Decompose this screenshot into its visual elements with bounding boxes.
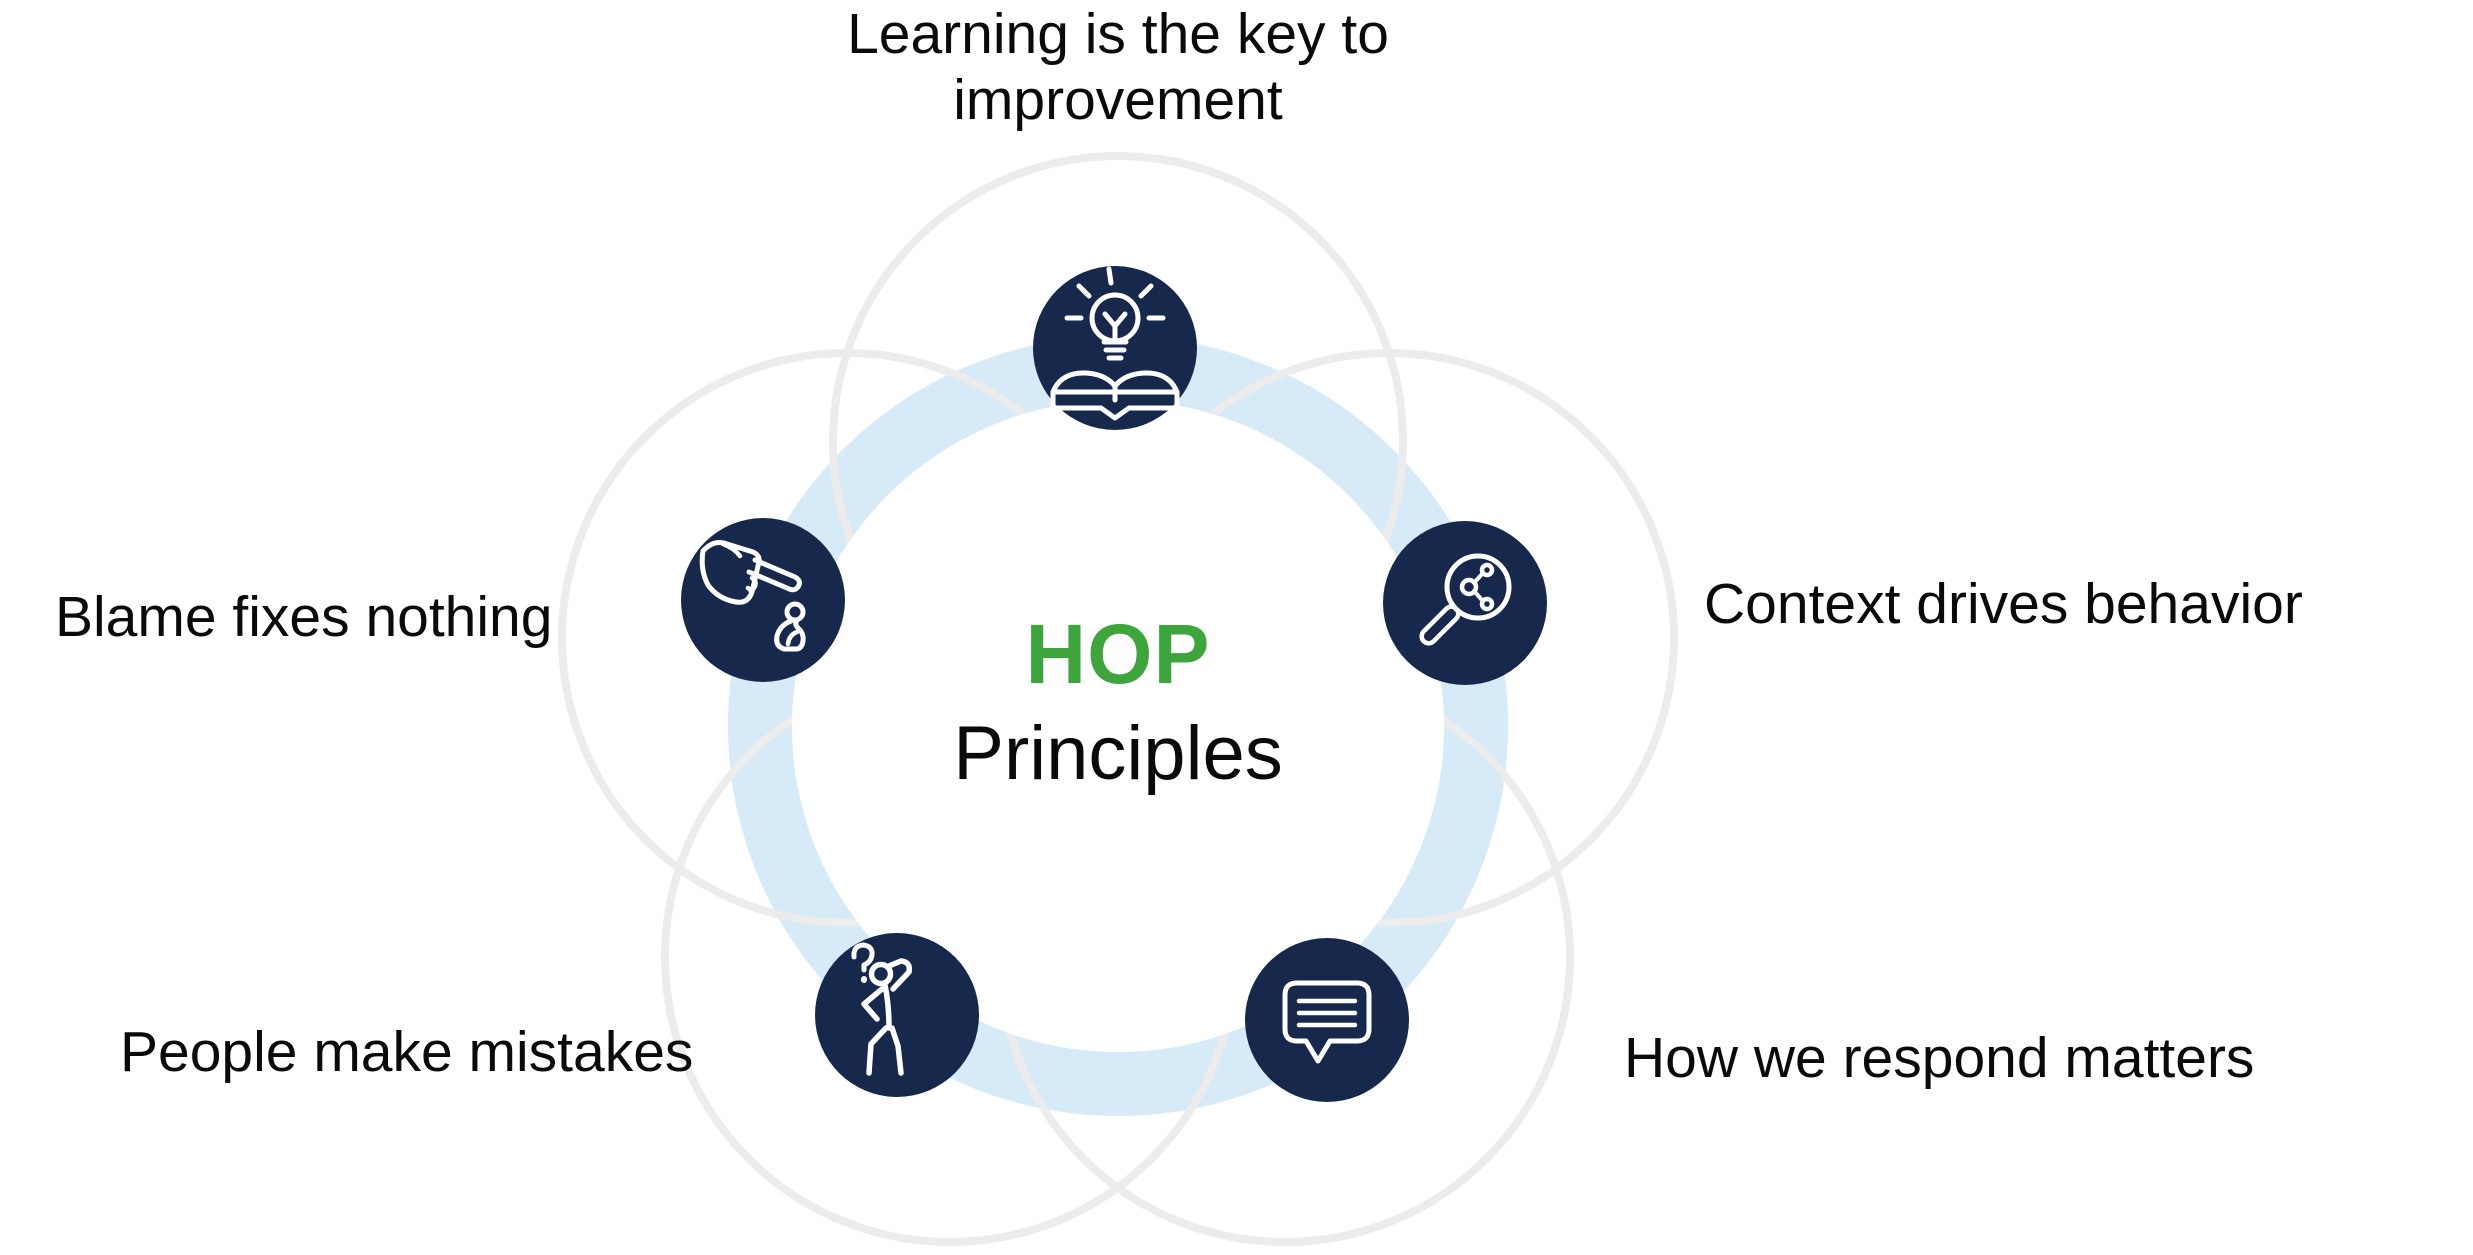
- node-circle: [815, 933, 979, 1097]
- label-learning: Learning is the key to improvement: [847, 2, 1389, 132]
- label-blame: Blame fixes nothing: [55, 585, 553, 649]
- label-context: Context drives behavior: [1704, 572, 2303, 636]
- confused-person-icon: [851, 942, 913, 1076]
- node-circle: [681, 518, 845, 682]
- center-disc: [792, 400, 1444, 1052]
- principle-node-blame: [681, 518, 845, 682]
- node-circle: [1245, 938, 1409, 1102]
- magnifier-network-icon: [1419, 553, 1512, 646]
- principle-node-respond: [1245, 938, 1409, 1102]
- center-title: HOP Principles: [953, 612, 1282, 792]
- title-hop: HOP: [1025, 607, 1211, 701]
- principle-node-mistakes: [815, 933, 979, 1097]
- speech-bubble-icon: [1282, 980, 1372, 1064]
- pointing-hand-icon: [699, 540, 806, 652]
- principle-node-context: [1383, 521, 1547, 685]
- label-mistakes: People make mistakes: [120, 1020, 694, 1084]
- label-respond: How we respond matters: [1624, 1026, 2255, 1090]
- principle-node-learning: [1033, 266, 1197, 430]
- lightbulb-book-icon: [1050, 266, 1180, 421]
- node-circle: [1383, 521, 1547, 685]
- title-principles: Principles: [953, 711, 1283, 796]
